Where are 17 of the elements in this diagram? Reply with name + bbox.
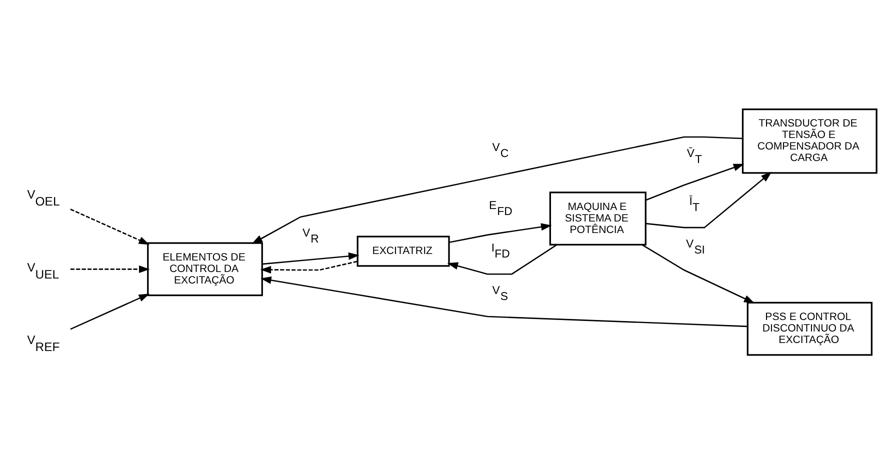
arrow [646, 171, 772, 228]
arrow [70, 208, 150, 244]
arrow [70, 293, 150, 330]
node-box: TRANSDUCTOR DE TENSÃO E COMPENSADOR DA CARGA [742, 108, 878, 174]
arrow [642, 244, 755, 303]
arrow [449, 222, 552, 243]
node-box: EXCITATRIZ [356, 235, 450, 266]
node-box: ELEMENTOS DE CONTROL DA EXCITAÇÃO [147, 242, 263, 296]
arrow [260, 260, 358, 274]
arrow [252, 136, 743, 244]
arrow [447, 244, 558, 274]
arrow [646, 163, 744, 200]
arrow [262, 252, 360, 264]
node-box: PSS E CONTROL DISCONTINUO DA EXCITAÇÃO [746, 301, 872, 356]
arrow [260, 276, 748, 327]
arrow [70, 264, 150, 272]
node-box: MAQUINA E SISTEMA DE POTÊNCIA [549, 191, 646, 246]
